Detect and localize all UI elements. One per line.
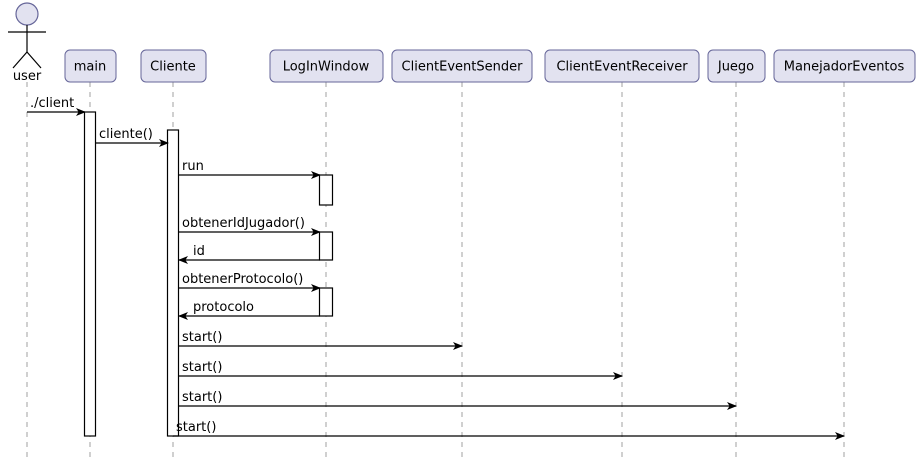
participant-box-clienteventreceiver[interactable] bbox=[544, 49, 700, 83]
actor-leg-right bbox=[26, 51, 42, 69]
actor-head-icon bbox=[15, 2, 39, 26]
participant-label-clienteventreceiver: ClientEventReceiver bbox=[556, 60, 688, 75]
activations-layer bbox=[83, 111, 334, 437]
participant-box-juego[interactable] bbox=[707, 49, 766, 83]
message-label-m8: start() bbox=[182, 330, 222, 345]
messages-layer: ./client cliente() run obtenerIdJugador() id… bbox=[27, 96, 845, 440]
message-m10: start() bbox=[179, 390, 737, 410]
participant-clienteventsender[interactable]: ClientEventSender bbox=[391, 49, 533, 83]
message-m5: id bbox=[178, 244, 320, 264]
actor-layer: user bbox=[8, 2, 46, 84]
participant-manejadoreventos[interactable]: ManejadorEventos bbox=[773, 49, 916, 83]
message-label-m3: run bbox=[182, 159, 204, 174]
participant-label-main: main bbox=[74, 60, 106, 75]
actor-label-user: user bbox=[13, 69, 42, 84]
login-activation-run bbox=[318, 174, 334, 206]
message-m6: obtenerProtocolo() bbox=[179, 272, 321, 292]
participant-label-cliente: Cliente bbox=[150, 60, 196, 75]
message-label-m9: start() bbox=[182, 360, 222, 375]
participant-clienteventreceiver[interactable]: ClientEventReceiver bbox=[544, 49, 700, 83]
participant-box-manejadoreventos[interactable] bbox=[773, 49, 916, 83]
participant-box-clienteventsender[interactable] bbox=[391, 49, 533, 83]
login-activation-id bbox=[318, 231, 334, 261]
main-activation bbox=[83, 111, 97, 437]
message-label-m4: obtenerIdJugador() bbox=[182, 216, 305, 231]
participant-box-loginwindow[interactable] bbox=[269, 49, 384, 83]
message-label-m5: id bbox=[193, 244, 205, 259]
message-label-m7: protocolo bbox=[193, 300, 254, 315]
message-m11: start() bbox=[173, 420, 845, 440]
participant-label-clienteventsender: ClientEventSender bbox=[402, 60, 524, 75]
participant-box-cliente[interactable] bbox=[140, 49, 207, 83]
actor-leg-left bbox=[12, 51, 28, 69]
message-label-m11: start() bbox=[176, 420, 216, 435]
message-m2: cliente() bbox=[96, 127, 169, 147]
message-label-m1: ./client bbox=[30, 96, 74, 111]
participant-main[interactable]: main bbox=[64, 49, 117, 83]
participant-cliente[interactable]: Cliente bbox=[140, 49, 207, 83]
message-m4: obtenerIdJugador() bbox=[179, 216, 321, 236]
message-label-m2: cliente() bbox=[99, 127, 153, 142]
participants-layer: main Cliente LogInWindow ClientEventSender C… bbox=[64, 49, 916, 83]
message-label-m10: start() bbox=[182, 390, 222, 405]
message-m3: run bbox=[179, 159, 321, 179]
participant-label-manejadoreventos: ManejadorEventos bbox=[784, 60, 905, 75]
message-m9: start() bbox=[179, 360, 623, 380]
message-m8: start() bbox=[179, 330, 463, 350]
participant-juego[interactable]: Juego bbox=[707, 49, 766, 83]
login-activation-proto bbox=[318, 287, 334, 317]
message-m1: ./client bbox=[27, 96, 86, 116]
participant-box-main[interactable] bbox=[64, 49, 117, 83]
participant-label-juego: Juego bbox=[717, 60, 754, 75]
message-label-m6: obtenerProtocolo() bbox=[182, 272, 303, 287]
participant-label-loginwindow: LogInWindow bbox=[283, 60, 370, 75]
participant-loginwindow[interactable]: LogInWindow bbox=[269, 49, 384, 83]
message-m7: protocolo bbox=[178, 300, 320, 320]
cliente-activation bbox=[166, 129, 180, 437]
